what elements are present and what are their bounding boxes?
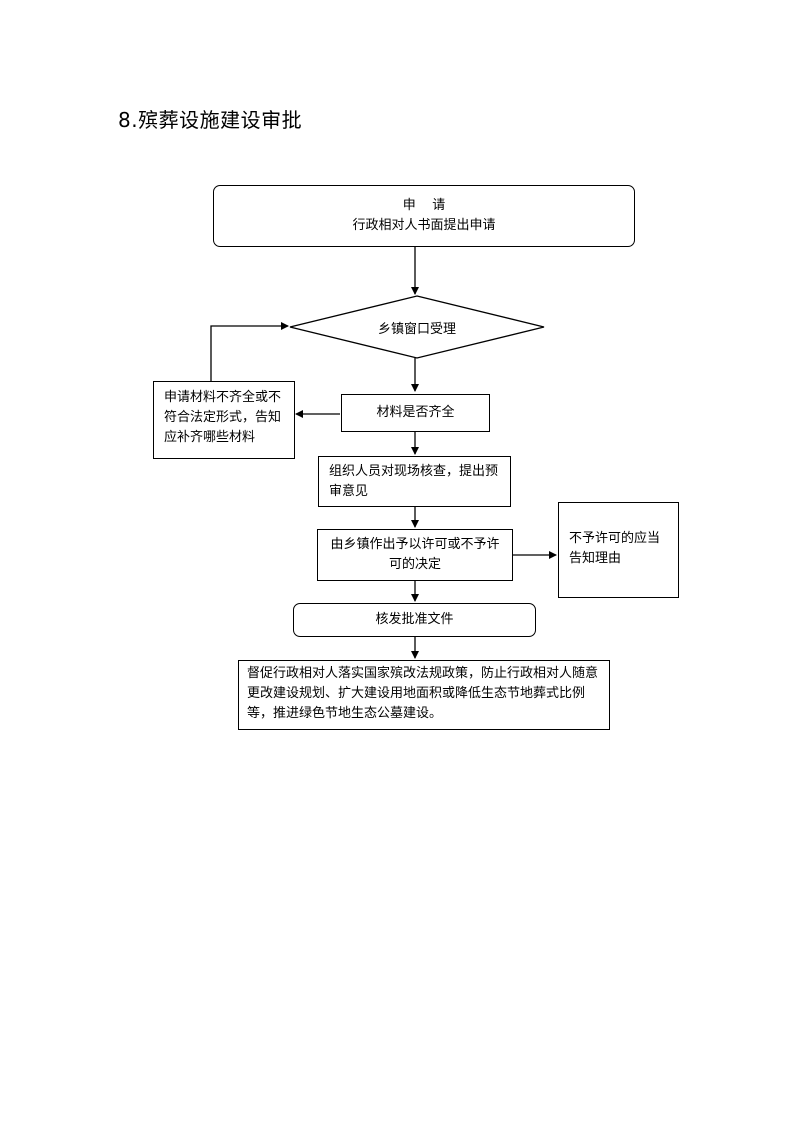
apply-description: 行政相对人书面提出申请 [352, 218, 496, 233]
apply-title: 申 请 [402, 198, 446, 213]
inspect-label: 组织人员对现场核查，提出预审意见 [329, 464, 499, 499]
supervise-box: 督促行政相对人落实国家殡改法规政策，防止行政相对人随意更改建设规划、扩大建设用地… [238, 660, 610, 730]
check-box: 材料是否齐全 [341, 394, 490, 432]
check-label: 材料是否齐全 [376, 405, 455, 420]
arrow-incomplete-to-accept [210, 322, 289, 381]
decide-box: 由乡镇作出予以许可或不予许可的决定 [317, 529, 513, 581]
incomplete-box: 申请材料不齐全或不符合法定形式，告知应补齐哪些材料 [153, 381, 295, 459]
decide-label: 由乡镇作出予以许可或不予许可的决定 [330, 537, 500, 572]
apply-box: 申 请 行政相对人书面提出申请 [213, 185, 635, 247]
issue-box: 核发批准文件 [293, 603, 536, 637]
accept-diamond [289, 295, 545, 359]
supervise-label: 督促行政相对人落实国家殡改法规政策，防止行政相对人随意更改建设规划、扩大建设用地… [247, 666, 599, 721]
deny-box: 不予许可的应当告知理由 [558, 502, 679, 598]
issue-label: 核发批准文件 [375, 612, 454, 627]
deny-label: 不予许可的应当告知理由 [569, 531, 661, 566]
incomplete-label: 申请材料不齐全或不符合法定形式，告知应补齐哪些材料 [164, 390, 282, 445]
accept-label: 乡镇窗口受理 [377, 321, 456, 337]
page-title: 8.殡葬设施建设审批 [118, 108, 303, 132]
inspect-box: 组织人员对现场核查，提出预审意见 [318, 456, 511, 507]
